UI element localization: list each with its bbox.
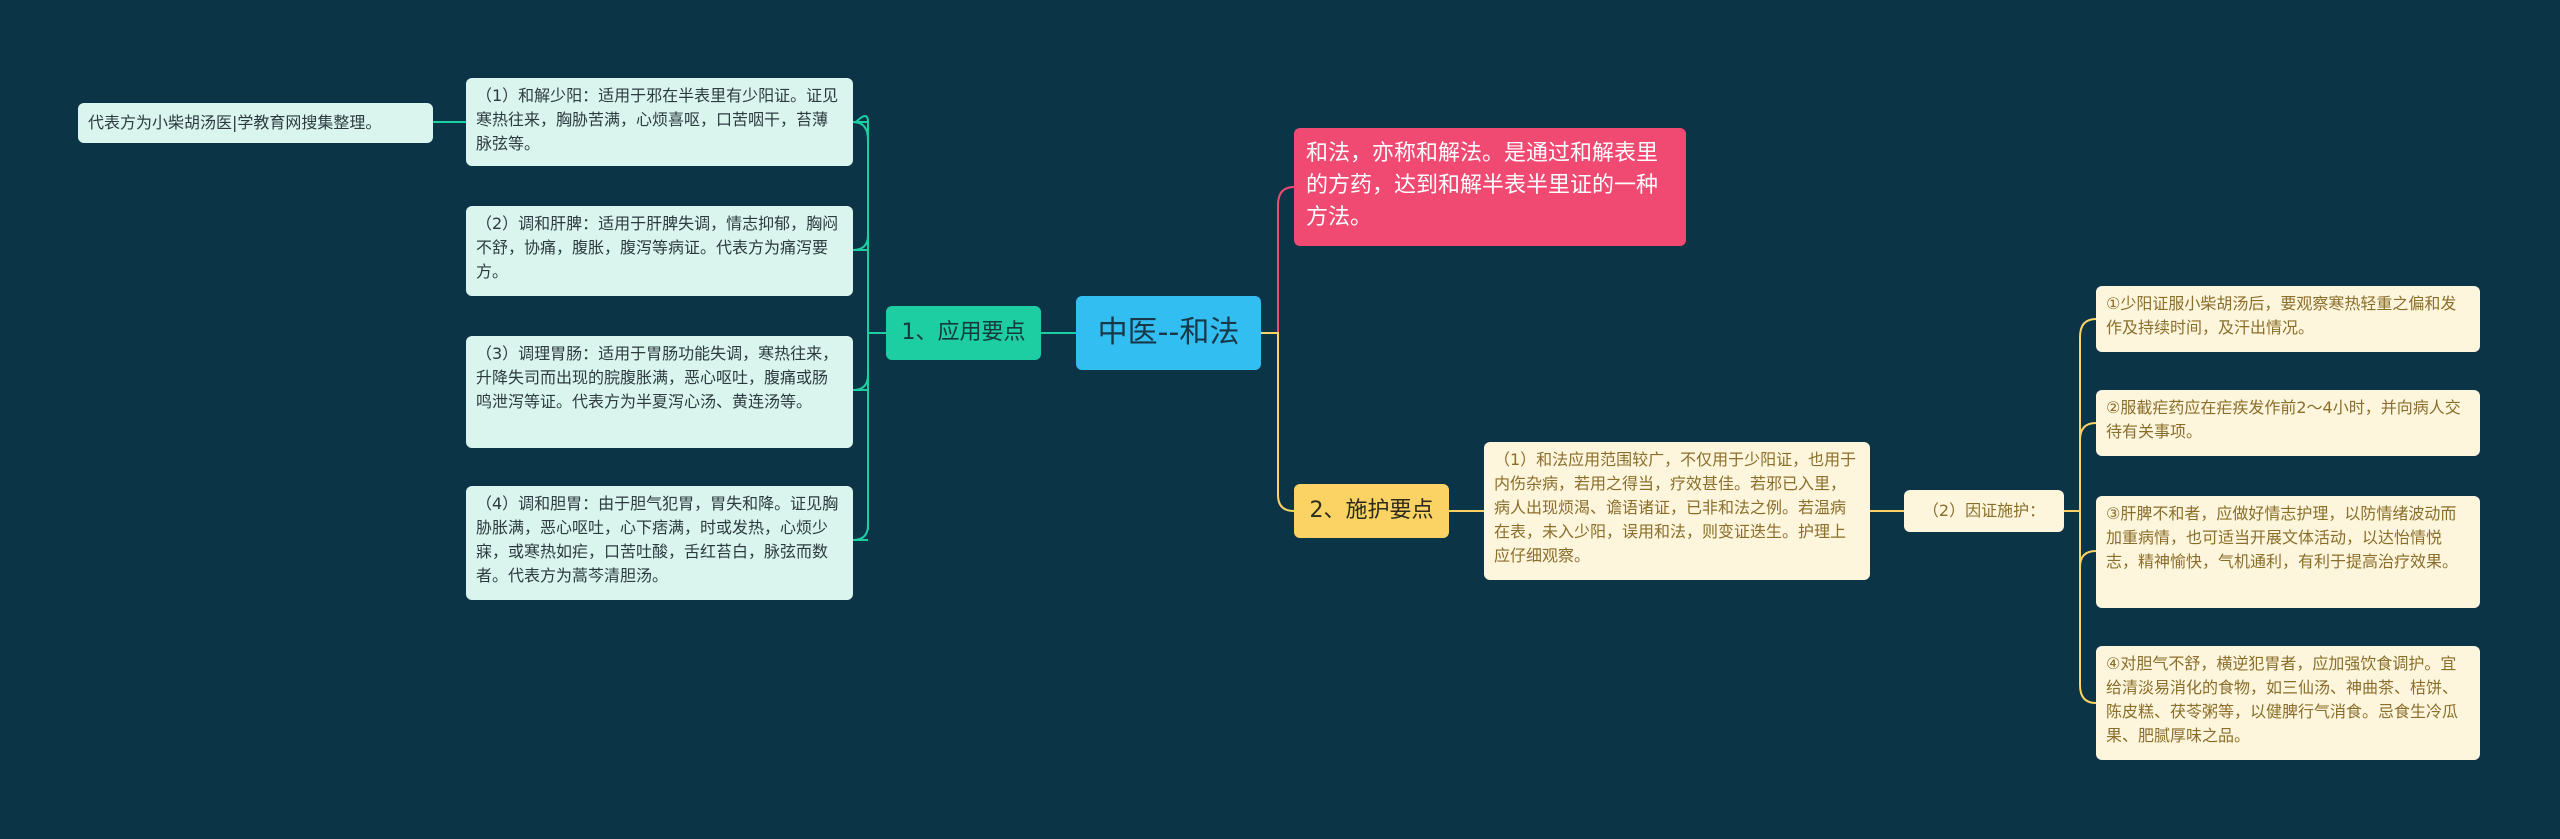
item-regulate-stomach-intestines[interactable]: （3）调理胃肠：适用于胃肠功能失调，寒热往来，升降失司而出现的脘腹胀满，恶心呕吐… — [466, 336, 853, 448]
subitem-shaoyang-observe[interactable]: ①少阳证服小柴胡汤后，要观察寒热轻重之偏和发作及持续时间，及汗出情况。 — [2096, 286, 2480, 352]
item-harmonize-liver-spleen[interactable]: （2）调和肝脾：适用于肝脾失调，情志抑郁，胸闷不舒，协痛，腹胀，腹泻等病证。代表… — [466, 206, 853, 296]
branch-application-points[interactable]: 1、应用要点 — [886, 306, 1041, 360]
note-representative-formula[interactable]: 代表方为小柴胡汤医|学教育网搜集整理。 — [78, 103, 433, 143]
definition-node[interactable]: 和法，亦称和解法。是通过和解表里的方药，达到和解半表半里证的一种方法。 — [1294, 128, 1686, 246]
root-node[interactable]: 中医--和法 — [1076, 296, 1261, 370]
link-cause-subitems — [2064, 318, 2097, 704]
link-root-branch2 — [1261, 332, 1295, 512]
subitem-diet-care[interactable]: ④对胆气不舒，横逆犯胃者，应加强饮食调护。宜给清淡易消化的食物，如三仙汤、神曲茶… — [2096, 646, 2480, 760]
link-branch1-items — [853, 115, 886, 541]
subitem-malaria-timing[interactable]: ②服截疟药应在疟疾发作前2～4小时，并向病人交待有关事项。 — [2096, 390, 2480, 456]
link-branch1-curves — [852, 121, 869, 541]
item-harmonize-shaoyang[interactable]: （1）和解少阳：适用于邪在半表里有少阳证。证见寒热往来，胸胁苦满，心烦喜呕，口苦… — [466, 78, 853, 166]
branch-nursing-points[interactable]: 2、施护要点 — [1294, 484, 1449, 538]
link-root-definition — [1261, 186, 1295, 334]
item-application-scope[interactable]: （1）和法应用范围较广，不仅用于少阳证，也用于内伤杂病，若用之得当，疗效甚佳。若… — [1484, 442, 1870, 580]
item-harmonize-gallbladder-stomach[interactable]: （4）调和胆胃：由于胆气犯胃，胃失和降。证见胸胁胀满，恶心呕吐，心下痞满，时或发… — [466, 486, 853, 600]
subitem-emotional-care[interactable]: ③肝脾不和者，应做好情志护理，以防情绪波动而加重病情，也可适当开展文体活动，以达… — [2096, 496, 2480, 608]
item-nursing-by-syndrome[interactable]: （2）因证施护： — [1904, 490, 2064, 532]
